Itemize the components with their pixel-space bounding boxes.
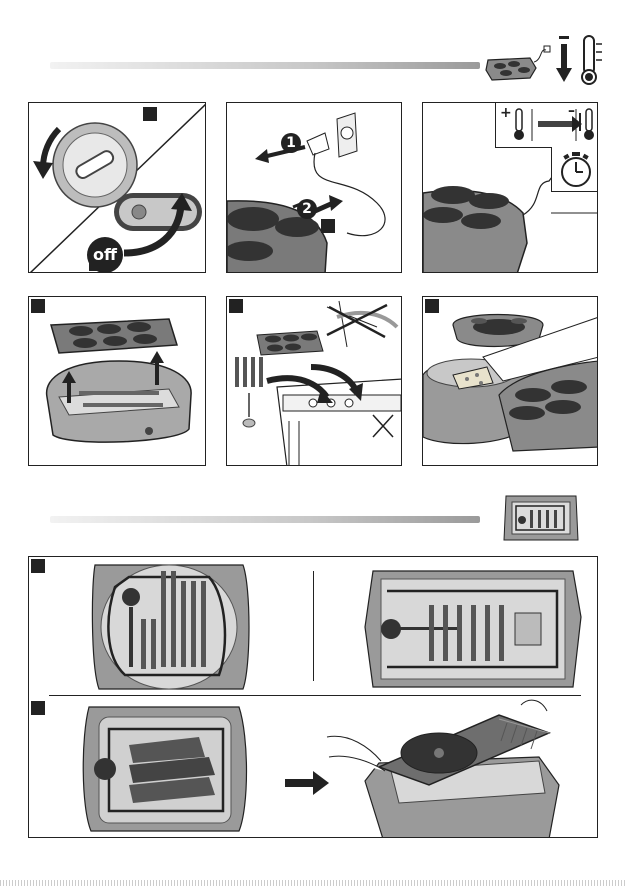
section-header-bar-storage [50, 516, 480, 523]
storage-illustration [29, 557, 598, 838]
crepe-maker-unplugged-icon [482, 40, 554, 84]
step-badge [229, 299, 243, 313]
temperature-drop-box: + – [495, 103, 598, 148]
section-header-bar-cooling [50, 62, 480, 69]
step-number-2: 2 [297, 199, 317, 219]
step-badge [425, 299, 439, 313]
off-label: off [87, 237, 123, 273]
panel-remove-plate [28, 296, 206, 466]
panel-storage [28, 556, 598, 838]
step-number-1: 1 [281, 133, 301, 153]
step-badge [31, 299, 45, 313]
unplug-illustration [227, 103, 402, 273]
panel-cool-down: + – [422, 102, 598, 273]
timer-box [551, 147, 598, 192]
step-badge [321, 219, 335, 233]
clean-illustration [423, 297, 598, 466]
remove-plate-illustration [29, 297, 206, 466]
panel-turn-off: off [28, 102, 206, 273]
minus-sign: – [568, 103, 575, 119]
panel-dishwasher [226, 296, 402, 466]
stopwatch-icon [552, 147, 598, 191]
storage-tray-icon [500, 488, 582, 548]
step-badge-top [143, 107, 157, 121]
panel-unplug: 1 2 [226, 102, 402, 273]
panel-clean [422, 296, 598, 466]
plus-sign: + [500, 105, 512, 121]
temperature-down-icon [556, 34, 606, 86]
page-footer-strip [0, 880, 627, 886]
dishwasher-illustration [227, 297, 402, 466]
